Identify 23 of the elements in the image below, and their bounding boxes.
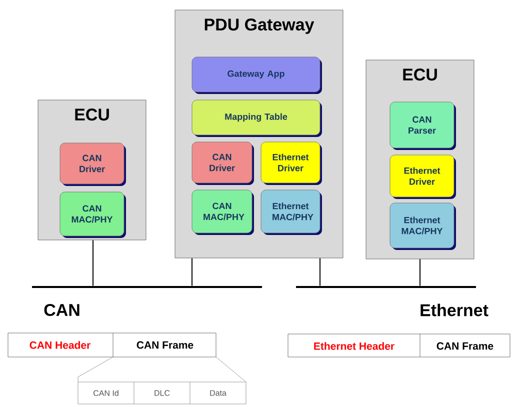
- table-cell: CAN Id: [94, 390, 118, 396]
- layer-box: Mapping Table: [192, 100, 322, 137]
- layer-box: Ethernet MAC/PHY: [390, 202, 456, 250]
- layer-box: CAN Driver: [60, 142, 126, 186]
- bus-line: [296, 286, 476, 288]
- layer-box: CAN Driver: [192, 142, 254, 185]
- table-cell: Ethernet Header: [314, 342, 394, 350]
- table-cell: DLC: [154, 390, 170, 396]
- bus-line: [32, 286, 262, 288]
- layer-box: Ethernet Driver: [390, 154, 456, 199]
- layer-box: CAN MAC/PHY: [60, 192, 126, 238]
- layer-box: CAN Parser: [390, 102, 456, 150]
- table-cell: CAN Header: [30, 341, 90, 349]
- layer-box: Ethernet Driver: [260, 142, 322, 185]
- layer-box: Gateway App: [192, 56, 322, 94]
- bus-label: CAN: [44, 304, 80, 316]
- table-cell: Data: [210, 390, 226, 396]
- table-cell: CAN Frame: [136, 341, 194, 349]
- layer-box: Ethernet MAC/PHY: [260, 190, 322, 235]
- table-cell: CAN Frame: [436, 342, 494, 350]
- connector-line: [92, 240, 94, 286]
- layer-box: CAN MAC/PHY: [192, 190, 254, 235]
- bus-label: Ethernet: [420, 304, 488, 316]
